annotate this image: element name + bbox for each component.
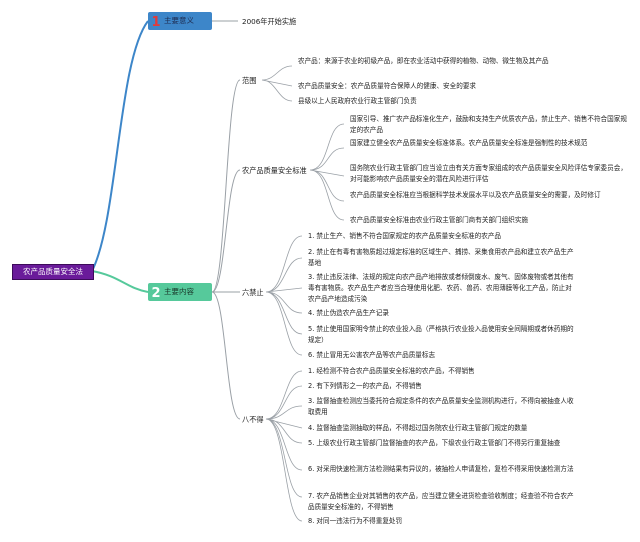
eight-must-not-item[interactable]: 3. 监督抽查检测应当委托符合规定条件的农产品质量安全监测机构进行，不得向被抽查…: [308, 397, 574, 416]
cat2-to-scope-connector: [211, 79, 241, 293]
root-to-cat1-connector: [91, 20, 149, 272]
standard-item[interactable]: 农产品质量安全标准由农业行政主管部门商有关部门组织实施: [350, 216, 529, 224]
standard-item[interactable]: 国家建立健全农产品质量安全标准体系。农产品质量安全标准是强制性的技术规范: [350, 139, 588, 147]
standard-item[interactable]: 国家引导、推广农产品标准化生产，鼓励和支持生产优质农产品，禁止生产、销售不符合国…: [350, 115, 627, 134]
six-prohibition-item[interactable]: 4. 禁止伪造农产品生产记录: [308, 309, 389, 317]
standard-item[interactable]: 农产品质量安全标准应当根据科学技术发展水平以及农产品质量安全的需要，及时修订: [350, 191, 601, 199]
eight-must-not-item[interactable]: 5. 上级农业行政主管部门监督抽查的农产品，下级农业行政主管部门不得另行重复抽查: [308, 439, 561, 447]
eight-must-not-item[interactable]: 1. 经检测不符合农产品质量安全标准的农产品，不得销售: [308, 367, 475, 375]
category-label: 主要内容: [164, 287, 194, 296]
root-to-cat2-connector: [91, 270, 149, 293]
cat2-to-eight-connector: [211, 291, 241, 420]
six-prohibition-item[interactable]: 5. 禁止使用国家明令禁止的农业投入品（严格执行农业投入品使用安全间隔期或者休药…: [308, 325, 574, 344]
six-prohibition-item[interactable]: 3. 禁止违反法律、法规的规定向农产品产地排放或者倾倒废水、废气、固体废物或者其…: [308, 273, 574, 303]
six-prohibition-item[interactable]: 1. 禁止生产、销售不符合国家规定的农产品质量安全标准的农产品: [308, 232, 502, 240]
branch-quality-standard[interactable]: 农产品质量安全标准: [242, 166, 307, 175]
category-number: 2: [151, 286, 161, 301]
scope-item[interactable]: 县级以上人民政府农业行政主管部门负责: [298, 97, 417, 105]
eight-must-not-item[interactable]: 4. 监督抽查监测抽取的样品，不得超过国务院农业行政主管部门规定的数量: [308, 424, 528, 432]
standard-leaf-connectors: [309, 123, 345, 221]
branch-six-prohibitions[interactable]: 六禁止: [242, 288, 264, 297]
standard-item[interactable]: 国务院农业行政主管部门应当设立由有关方面专家组成的农产品质量安全风险评估专家委员…: [350, 164, 627, 183]
category-number: 1: [151, 15, 161, 30]
note-start-year[interactable]: 2006年开始实施: [242, 17, 297, 26]
six-prohibition-item[interactable]: 2. 禁止在有毒有害物质超过规定标准的区域生产、捕捞、采集食用农产品和建立农产品…: [308, 248, 574, 267]
branch-eight-must-nots[interactable]: 八不得: [242, 415, 264, 424]
scope-item[interactable]: 农产品质量安全：农产品质量符合保障人的健康、安全的要求: [298, 82, 477, 90]
scope-item[interactable]: 农产品：来源于农业的初级产品，即在农业活动中获得的植物、动物、微生物及其产品: [298, 57, 549, 65]
scope-leaf-connectors: [261, 65, 293, 102]
six-leaf-connectors: [265, 235, 303, 356]
branch-scope[interactable]: 范围: [242, 76, 257, 85]
eight-must-not-item[interactable]: 6. 对采用快速检测方法检测结果有异议的，被抽检人申请复检，复检不得采用快速检测…: [308, 465, 574, 473]
six-prohibition-item[interactable]: 6. 禁止冒用无公害农产品等农产品质量标志: [308, 351, 436, 359]
eight-must-not-item[interactable]: 7. 农产品销售企业对其销售的农产品，应当建立健全进货检查验收制度；经查验不符合…: [308, 492, 574, 511]
cat2-to-standard-connector: [211, 169, 241, 293]
eight-must-not-item[interactable]: 2. 有下列情形之一的农产品，不得销售: [308, 382, 422, 390]
eight-must-not-item[interactable]: 8. 对同一违法行为不得重复处罚: [308, 517, 403, 525]
category-label: 主要意义: [164, 16, 194, 25]
eight-leaf-connectors: [265, 370, 303, 522]
root-node[interactable]: 农产品质量安全法: [12, 264, 94, 280]
